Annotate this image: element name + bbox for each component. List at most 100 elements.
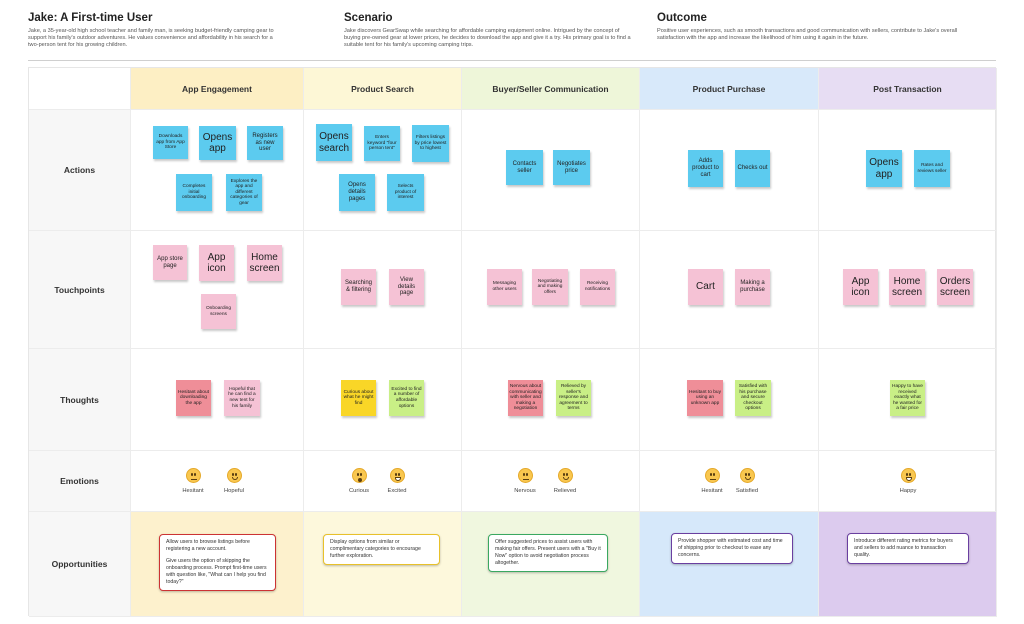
column-header-post-transaction: Post Transaction [819,68,997,110]
actions-purchase: Adds product to cart Checks out [640,110,819,231]
sticky-note[interactable]: Receiving notifications [580,269,615,305]
opportunity-text: Offer suggested prices to assist users w… [495,539,601,566]
emotion-item: Happy [870,468,946,494]
emotions-communication: Nervous Relieved [462,451,640,512]
touchpoints-communication: Messaging other users Negotiating and ma… [462,231,640,349]
sticky-note[interactable]: Satisfied with his purchase and secure c… [735,380,771,416]
emotion-item: Hesitant [674,468,750,494]
opportunities-communication: Offer suggested prices to assist users w… [462,512,640,617]
opportunity-text: Introduce different rating metrics for b… [854,538,953,558]
sticky-note[interactable]: App store page [153,245,187,280]
sticky-note[interactable]: Cart [688,269,723,305]
touchpoints-post-transaction: App icon Home screen Orders screen [819,231,997,349]
satisfied-face-icon [739,468,755,483]
opportunity-text: Display options from similar or complime… [330,539,421,559]
sticky-note[interactable]: Nervous about communicating with seller … [508,380,543,416]
emotion-label: Hopeful [224,488,244,494]
sticky-note[interactable]: Enters keyword "four person tent" [364,126,400,161]
sticky-note[interactable]: Opens app [866,150,902,187]
sticky-note[interactable]: App icon [843,269,878,305]
sticky-note[interactable]: Orders screen [937,269,973,305]
thoughts-app-engagement: Hesitant about downloading the app Hopef… [131,349,304,451]
emotion-item: Excited [359,468,435,494]
sticky-note[interactable]: View details page [389,269,424,305]
emotion-item: Satisfied [709,468,785,494]
emotion-label: Curious [349,488,369,494]
sticky-note[interactable]: Excited to find a number of affordable o… [389,380,424,416]
emotion-item: Curious [321,468,397,494]
sticky-note[interactable]: Opens search [316,124,352,161]
persona-title: Jake: A First-time User [28,12,153,24]
opportunity-card[interactable]: Provide shopper with estimated cost and … [671,533,793,564]
sticky-note[interactable]: Downloads app from App Store [153,126,188,159]
sticky-note[interactable]: Filters listings by price lowest to high… [412,125,449,162]
sticky-note[interactable]: Home screen [889,269,925,305]
sticky-note[interactable]: Making a purchase [735,269,770,305]
sticky-note[interactable]: Hesitant to buy using an unknown app [687,380,723,416]
emotion-item: Hopeful [196,468,272,494]
sticky-note[interactable]: Messaging other users [487,269,522,305]
hesitant-face-icon [185,468,201,483]
opportunity-text: Allow users to browse listings before re… [166,539,250,552]
nervous-face-icon [517,468,533,483]
sticky-note[interactable]: Happy to have received exactly what he w… [890,380,925,416]
row-header-touchpoints: Touchpoints [29,231,131,349]
emotions-product-search: Curious Excited [304,451,462,512]
actions-post-transaction: Opens app Rates and reviews seller [819,110,997,231]
corner-cell [29,68,131,110]
scenario-description: Jake discovers GearSwap while searching … [344,28,631,48]
outcome-title: Outcome [657,12,707,24]
row-header-thoughts: Thoughts [29,349,131,451]
sticky-note[interactable]: Relieved by seller's response and agreem… [556,380,591,416]
journey-map-grid: App Engagement Product Search Buyer/Sell… [28,67,997,617]
column-header-purchase: Product Purchase [640,68,819,110]
scenario-title: Scenario [344,12,393,24]
sticky-note[interactable]: App icon [199,245,234,281]
actions-product-search: Opens search Enters keyword "four person… [304,110,462,231]
row-header-emotions: Emotions [29,451,131,512]
emotions-post-transaction: Happy [819,451,997,512]
emotion-item: Hesitant [155,468,231,494]
sticky-note[interactable]: Searching & filtering [341,269,376,305]
sticky-note[interactable]: Rates and reviews seller [914,150,950,187]
actions-app-engagement: Downloads app from App Store Opens app R… [131,110,304,231]
sticky-note[interactable]: Adds product to cart [688,150,723,187]
thoughts-communication: Nervous about communicating with seller … [462,349,640,451]
column-header-communication: Buyer/Seller Communication [462,68,640,110]
emotion-item: Nervous [487,468,563,494]
sticky-note[interactable]: Checks out [735,150,770,187]
sticky-note[interactable]: Selects product of interest [387,174,424,211]
thoughts-post-transaction: Happy to have received exactly what he w… [819,349,997,451]
sticky-note[interactable]: Negotiates price [553,150,590,185]
happy-face-icon [900,468,916,483]
sticky-note[interactable]: Hopeful that he can find a new tent for … [224,380,260,416]
sticky-note[interactable]: Onboarding screens [201,294,236,329]
opportunities-product-search: Display options from similar or complime… [304,512,462,617]
sticky-note[interactable]: Registers as new user [247,126,283,160]
sticky-note[interactable]: Curious about what he might find [341,380,376,416]
opportunity-card[interactable]: Introduce different rating metrics for b… [847,533,969,564]
row-header-opportunities: Opportunities [29,512,131,617]
opportunity-card[interactable]: Allow users to browse listings before re… [159,534,276,591]
sticky-note[interactable]: Completes initial onboarding [176,174,212,211]
sticky-note[interactable]: Hesitant about downloading the app [176,380,211,416]
hopeful-face-icon [226,468,242,483]
sticky-note[interactable]: Opens details pages [339,174,375,211]
opportunity-card[interactable]: Display options from similar or complime… [323,534,440,565]
emotions-app-engagement: Hesitant Hopeful [131,451,304,512]
touchpoints-app-engagement: App store page App icon Home screen Onbo… [131,231,304,349]
row-header-actions: Actions [29,110,131,231]
opportunity-card[interactable]: Offer suggested prices to assist users w… [488,534,608,572]
persona-block: Jake: A First-time User Jake, a 35-year-… [28,12,278,49]
emotion-label: Satisfied [735,488,759,494]
emotion-label: Happy [899,488,917,494]
thoughts-purchase: Hesitant to buy using an unknown app Sat… [640,349,819,451]
outcome-block: Outcome Positive user experiences, such … [657,12,967,42]
touchpoints-product-search: Searching & filtering View details page [304,231,462,349]
sticky-note[interactable]: Home screen [247,245,282,281]
sticky-note[interactable]: Explores the app and different categorie… [226,174,262,211]
sticky-note[interactable]: Negotiating and making offers [532,269,568,305]
header-divider [28,60,996,61]
sticky-note[interactable]: Opens app [199,126,236,160]
sticky-note[interactable]: Contacts seller [506,150,543,185]
